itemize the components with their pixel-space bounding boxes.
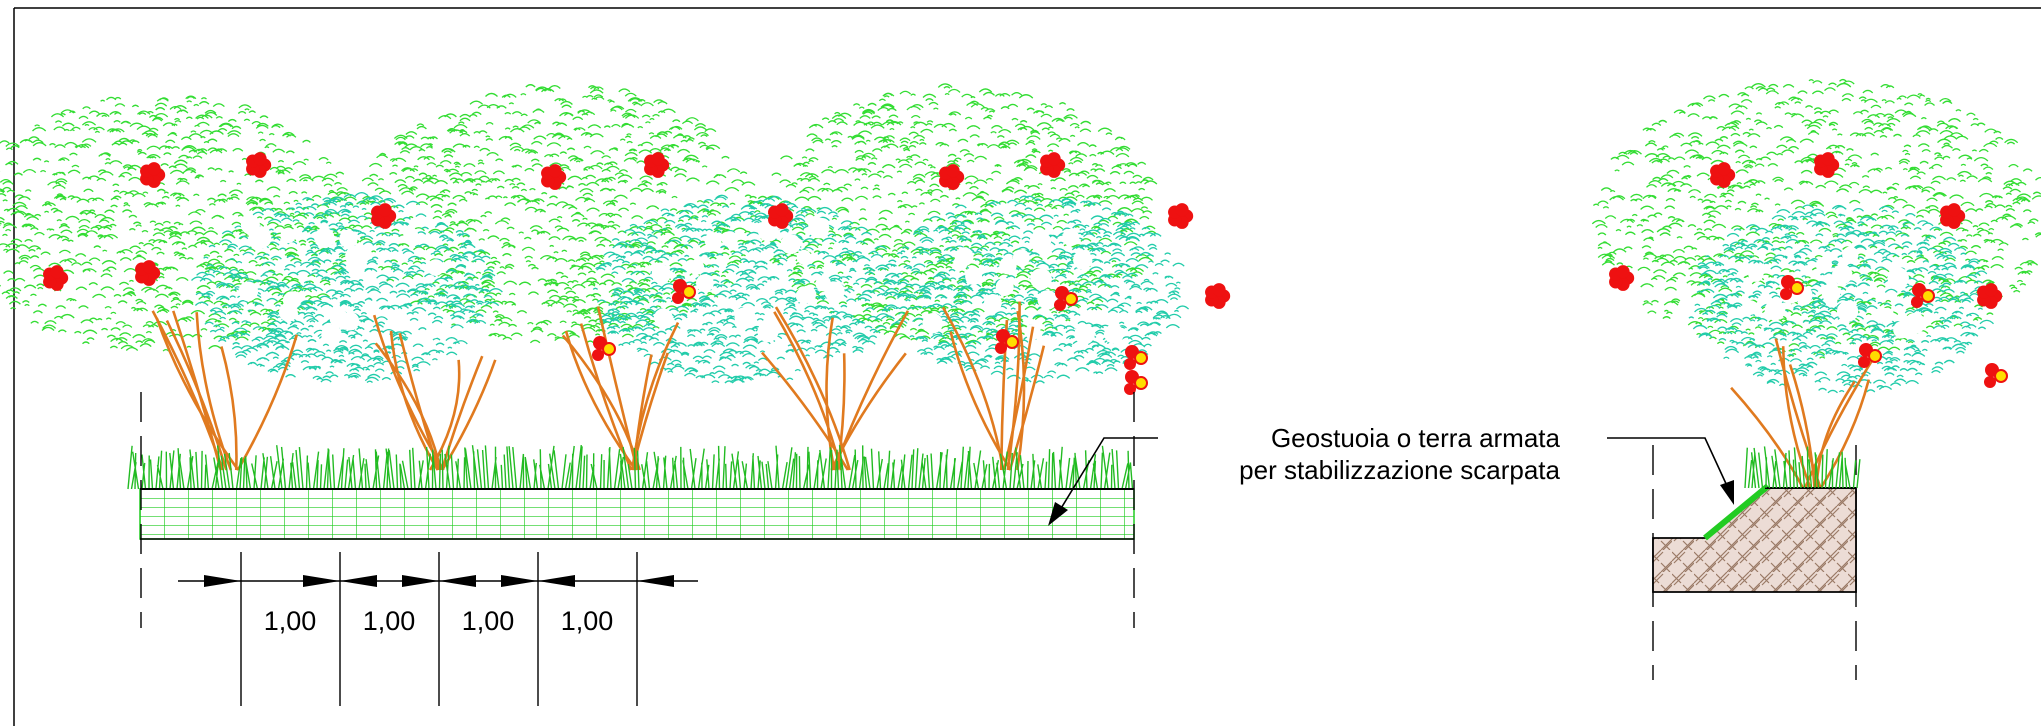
blossom-highlights: [922, 228, 1124, 345]
inner-canopy: [1688, 204, 1994, 394]
dimension-label-3: 1,00: [462, 606, 515, 636]
fruit-cluster: [1780, 275, 1804, 300]
flower-icon: [1205, 283, 1231, 309]
dimension-chain: 1,00 1,00 1,00 1,00: [178, 552, 698, 706]
inner-canopy: [592, 194, 896, 384]
dimension-label-2: 1,00: [363, 606, 416, 636]
grass-strip-icon: [127, 445, 1134, 490]
fruit-cluster: [592, 336, 616, 361]
fruit-cluster: [1984, 363, 2008, 388]
grass-blades: [127, 445, 1134, 490]
fruit-cluster: [1911, 283, 1935, 308]
blossom-highlights: [651, 217, 845, 343]
flower-icon: [1168, 203, 1194, 229]
flower-icon: [1814, 152, 1840, 178]
grass-strip-icon: [1744, 446, 1861, 489]
flower-icon: [43, 265, 69, 291]
inner-canopy: [191, 192, 503, 383]
flower-icon: [135, 260, 161, 286]
fruit-cluster: [995, 329, 1019, 354]
flower-icon: [768, 203, 794, 229]
slope-section: [1652, 483, 1857, 593]
flower-icon: [1940, 203, 1966, 229]
dimension-label-1: 1,00: [264, 606, 317, 636]
annotation-line-1: Geostuoia o terra armata: [1271, 423, 1561, 453]
flower-icon: [939, 164, 965, 190]
flower-icon: [644, 152, 670, 178]
fruit-cluster: [1124, 370, 1148, 395]
fruit-cluster: [1124, 345, 1148, 370]
fruit-cluster: [1858, 343, 1882, 368]
flower-icon: [1609, 265, 1635, 291]
shrub-row-elevation: [0, 83, 1231, 471]
annotation-line-2: per stabilizzazione scarpata: [1239, 455, 1560, 485]
flower-icon: [140, 162, 166, 188]
fruit-cluster: [672, 279, 696, 304]
blossom-highlights: [238, 215, 444, 345]
flower-icon: [541, 164, 567, 190]
dimension-label-4: 1,00: [561, 606, 614, 636]
dimension-arrows: [204, 575, 674, 587]
flower-icon: [1710, 162, 1736, 188]
tree-canopy-icon: [754, 83, 1158, 345]
drawing-frame: [13, 7, 2041, 726]
shrub-section-right: [1591, 78, 2041, 489]
leader-arrow-icon: [1048, 437, 1158, 526]
flower-icon: [1040, 152, 1066, 178]
flower-icon: [1977, 283, 2003, 309]
grass-blades: [1744, 446, 1861, 489]
leader-arrow-icon: [1607, 437, 1734, 505]
flower-icon: [246, 152, 272, 178]
branches: [151, 310, 299, 471]
geogrid-band: [139, 488, 1135, 540]
branches: [761, 306, 910, 471]
flower-icon: [371, 203, 397, 229]
fruit-cluster: [1054, 286, 1078, 311]
